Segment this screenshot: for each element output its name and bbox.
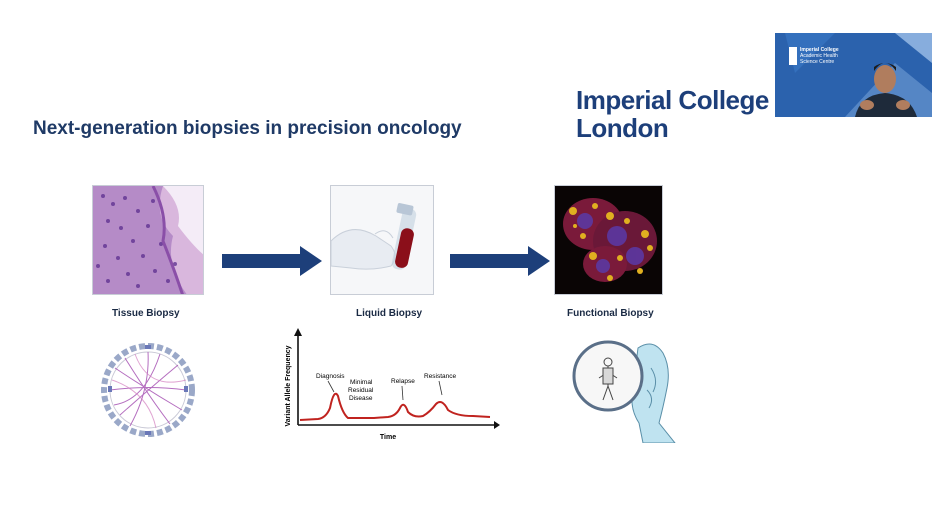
video-frame-graphic	[775, 33, 932, 117]
magnifier-hand-illustration	[572, 340, 676, 443]
panel-caption-liquid: Liquid Biopsy	[356, 308, 423, 319]
annotation-diagnosis: Diagnosis	[316, 373, 345, 380]
vaf-series-line	[299, 392, 491, 421]
video-logo-line-2: Academic Health	[800, 53, 838, 59]
annotation-disease: Disease	[349, 395, 373, 402]
video-logo-line-1: Imperial College	[800, 47, 839, 53]
arrow-right-icon	[222, 246, 322, 276]
x-axis-label: Time	[380, 434, 396, 441]
annotation-residual: Residual	[348, 387, 374, 394]
speaker-video-tile[interactable]: Imperial College Academic Health Science…	[775, 33, 932, 117]
y-axis-label: Variant Allele Frequency	[285, 345, 292, 426]
tissue-histology-image	[92, 185, 204, 295]
annotation-relapse: Relapse	[391, 378, 415, 385]
liquid-biopsy-image	[330, 185, 434, 295]
functional-biopsy-organoid-image	[554, 185, 663, 295]
annotation-resistance: Resistance	[424, 373, 457, 380]
variant-allele-frequency-chart: Variant Allele Frequency Time Diagnosis …	[285, 328, 500, 441]
slide-title: Next-generation biopsies in precision on…	[33, 118, 462, 139]
logo-line-1: Imperial College	[576, 85, 769, 115]
y-axis-arrow-icon	[294, 328, 302, 336]
panel-caption-tissue: Tissue Biopsy	[112, 308, 180, 319]
imperial-college-logo: Imperial College London	[576, 86, 769, 142]
x-axis-arrow-icon	[494, 421, 500, 429]
panel-caption-functional: Functional Biopsy	[567, 308, 654, 319]
annotation-minimal: Minimal	[350, 379, 373, 386]
arrow-right-icon	[450, 246, 550, 276]
video-logo-line-3: Science Centre	[800, 59, 835, 65]
video-logo-text: Imperial College Academic Health Science…	[800, 47, 839, 65]
circos-genome-plot	[101, 343, 195, 437]
aclogo-icon	[789, 47, 797, 65]
logo-line-2: London	[576, 113, 669, 143]
